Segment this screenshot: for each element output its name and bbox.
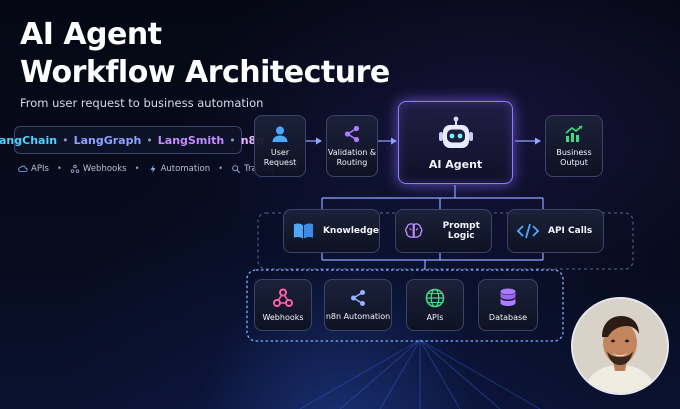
node-label: APIs [426,313,444,322]
code-icon [516,223,540,239]
middle-dashed-frame [257,212,634,270]
floor-rays [299,339,541,409]
node-prompt-logic[interactable]: Prompt Logic [395,209,492,253]
node-label: AI Agent [428,157,483,171]
feature-tags: APIs • Webhooks • Automation • Tracing [18,164,275,174]
tag-label: Webhooks [82,164,127,174]
share-icon [351,290,365,306]
node-n8n-automation[interactable]: n8n Automation [324,279,392,331]
cloud-icon [18,165,28,172]
node-label: Prompt Logic [442,221,480,241]
tag-label: Automation [160,164,211,174]
tag-webhooks: Webhooks [70,164,127,174]
node-user-request[interactable]: User Request [254,115,306,177]
book-icon [293,223,314,239]
tag-separator: • [56,164,62,174]
presenter-avatar [571,297,669,395]
middle-to-bottom [321,253,544,270]
node-knowledge[interactable]: Knowledge [283,209,380,253]
brain-icon [405,223,423,238]
node-api-calls[interactable]: API Calls [507,209,604,253]
node-label: User Request [263,148,297,167]
stack-langchain: LangChain [0,133,58,147]
node-label: Business Output [556,148,592,167]
robot-icon [438,116,473,148]
tag-separator: • [218,164,224,174]
arrow-heads [316,137,541,145]
subtitle: From user request to business automation [20,96,264,110]
stack-separator: • [146,133,153,147]
node-label: Database [488,313,528,322]
globe-icon [425,288,445,308]
node-label: Validation & Routing [327,148,377,167]
tag-apis: APIs [18,164,49,174]
bolt-icon [150,164,156,174]
user-icon [272,126,288,142]
tech-stack-bar: LangChain • LangGraph • LangSmith • n8n [0,126,264,154]
chart-icon [565,125,583,142]
stack-separator: • [62,133,69,147]
tag-label: APIs [31,164,49,174]
title-line-2: Workflow Architecture [20,55,390,90]
node-label: n8n Automation [325,312,391,321]
stack-langgraph: LangGraph [73,133,142,147]
stack-separator: • [229,133,236,147]
share-icon [344,125,360,143]
database-icon [500,288,516,306]
node-validation-routing[interactable]: Validation & Routing [326,115,378,177]
node-database[interactable]: Database [478,279,538,331]
node-business-output[interactable]: Business Output [545,115,603,177]
webhook-icon [70,164,80,173]
stack-langsmith: LangSmith [157,133,225,147]
node-ai-agent[interactable]: AI Agent [398,101,513,184]
node-apis[interactable]: APIs [406,279,464,331]
person-portrait [573,299,667,393]
magnifier-icon [232,165,241,174]
node-label: Webhooks [262,313,304,322]
tag-separator: • [134,164,140,174]
tag-automation: Automation [148,164,211,174]
node-webhooks[interactable]: Webhooks [254,279,312,331]
node-label: Knowledge [322,226,379,236]
title-line-1: AI Agent [20,17,162,52]
webhook-icon [273,288,293,307]
agent-branches [321,185,544,209]
node-label: API Calls [548,226,593,236]
page-title: AI Agent Workflow Architecture [20,16,390,92]
